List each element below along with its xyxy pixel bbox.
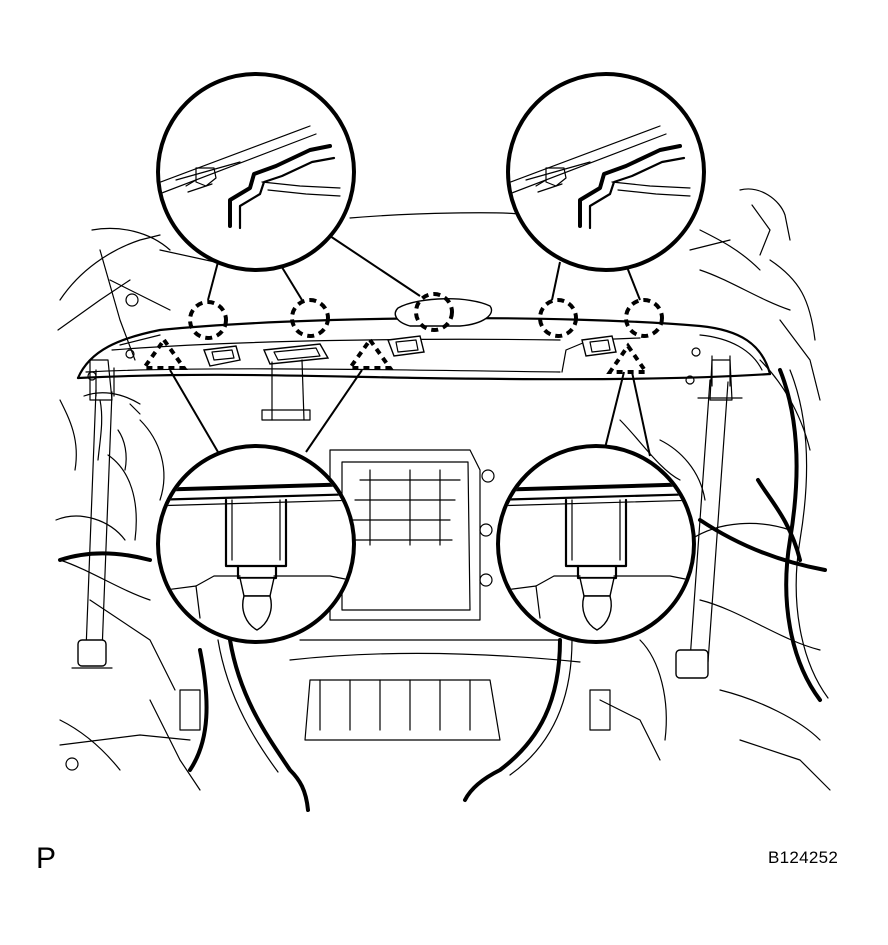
right-clip-detail: [506, 72, 706, 272]
figure-code: B124252: [768, 848, 839, 867]
clip-marker: [624, 298, 664, 338]
view-label: P: [36, 842, 57, 875]
right-claw-detail: [496, 444, 696, 644]
left-clip-detail: [156, 72, 356, 272]
claw-marker: [140, 336, 188, 370]
claw-marker: [346, 336, 394, 370]
callout-leaders: [169, 231, 651, 457]
clip-marker: [188, 300, 228, 340]
background-structure: [55, 188, 831, 812]
package-tray-trim-panel: [76, 298, 772, 421]
claw-marker: [606, 342, 650, 374]
clip-marker: [290, 298, 330, 338]
dashed-circle-markers: [188, 292, 664, 340]
clip-marker: [538, 298, 578, 338]
dashed-triangle-markers: [140, 336, 650, 374]
left-claw-detail: [156, 444, 356, 644]
clip-marker: [414, 292, 454, 332]
